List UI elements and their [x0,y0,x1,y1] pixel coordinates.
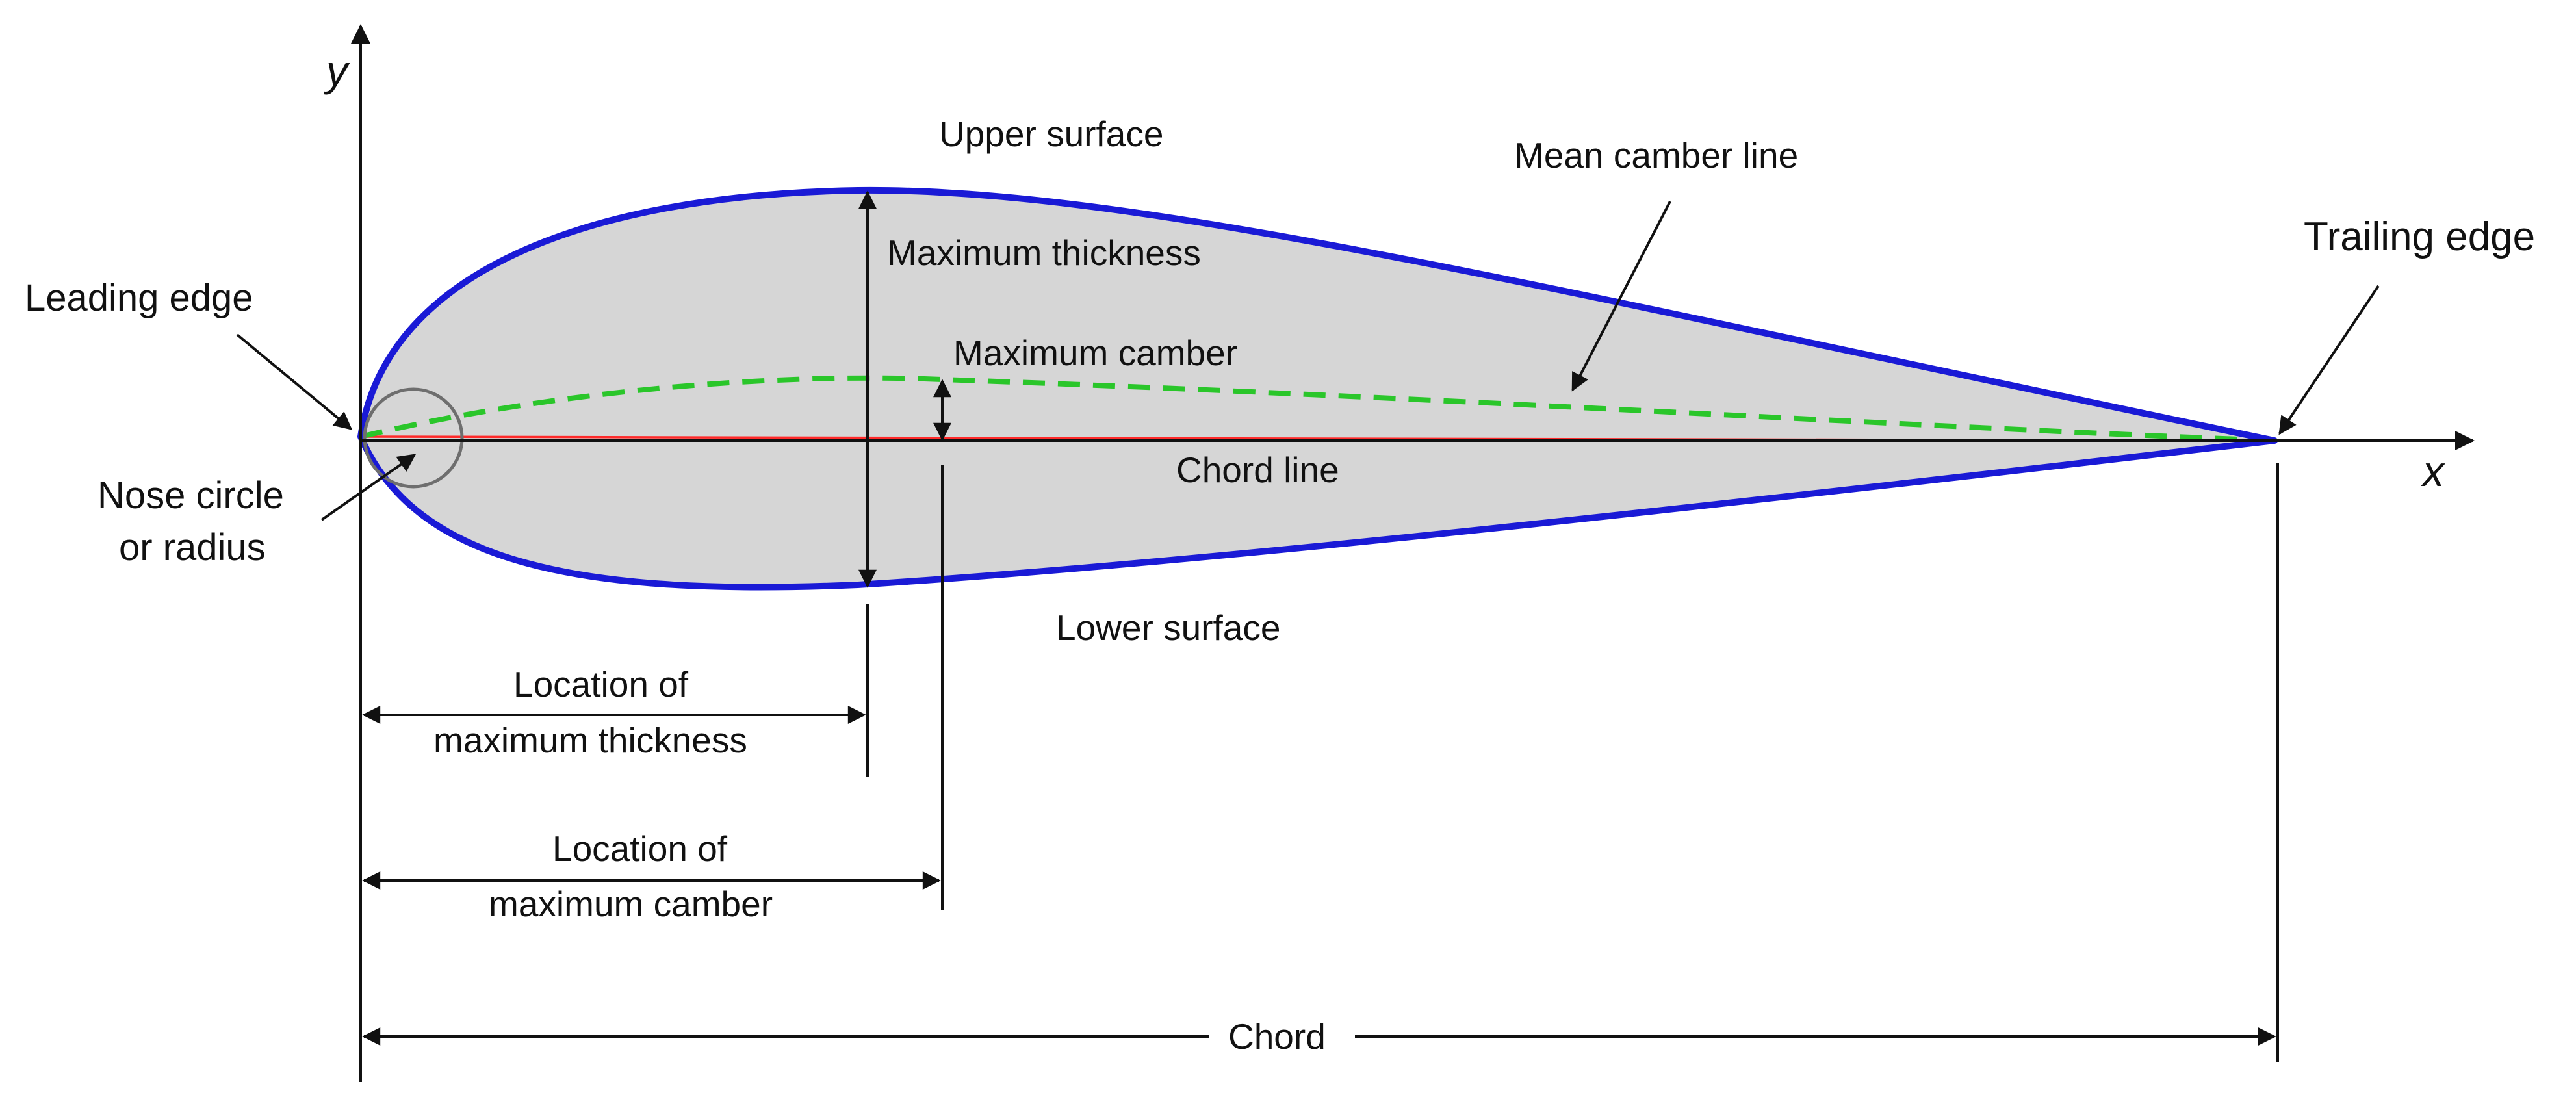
airfoil-body [361,190,2274,587]
nose-circle-leader [320,454,417,521]
location-thickness-label-line1: Location of [513,664,689,704]
location-camber-label-line2: maximum camber [489,884,773,924]
location-thickness-label-line2: maximum thickness [433,720,747,760]
mean-camber-leader [1571,201,1671,392]
leading-edge-label: Leading edge [25,277,253,319]
maximum-thickness-label: Maximum thickness [887,233,1201,273]
x-axis-label: x [2421,447,2445,495]
upper-surface-label: Upper surface [939,114,1163,154]
lower-surface-label: Lower surface [1056,608,1280,648]
maximum-camber-label: Maximum camber [953,333,1237,373]
nose-circle-label-line1: Nose circle [97,474,284,517]
chord-label: Chord [1228,1016,1326,1057]
chord-line-label: Chord line [1176,450,1339,490]
y-axis-label: y [324,47,350,95]
mean-camber-line [360,375,2275,443]
leading-edge-leader [236,333,353,430]
trailing-edge-label: Trailing edge [2304,214,2535,259]
mean-camber-line-label: Mean camber line [1514,135,1798,175]
nose-circle-label-line2: or radius [119,526,266,569]
trailing-edge-leader [2278,285,2380,435]
location-camber-label-line1: Location of [552,829,728,869]
nose-circle [363,387,464,489]
